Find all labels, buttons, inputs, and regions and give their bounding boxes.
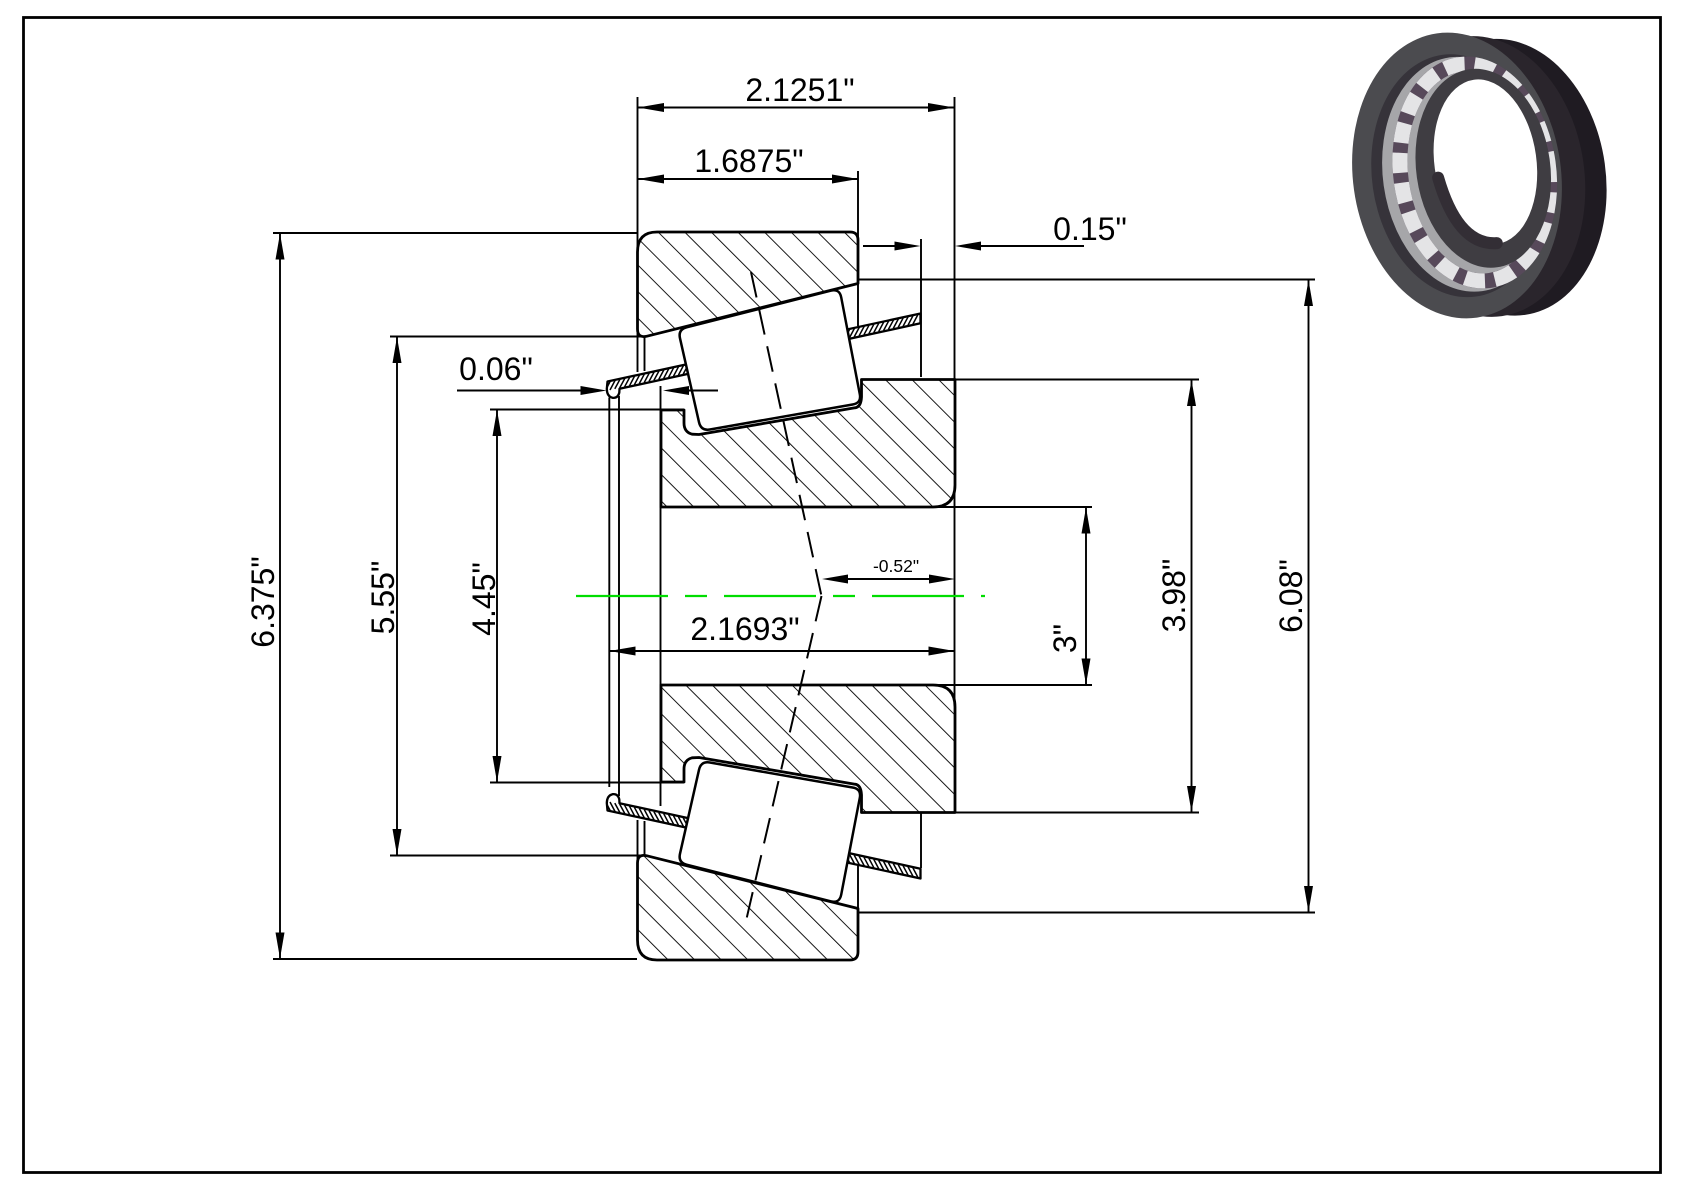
svg-text:4.45": 4.45" bbox=[466, 562, 502, 636]
svg-text:-0.52": -0.52" bbox=[873, 556, 919, 576]
svg-text:5.55": 5.55" bbox=[365, 561, 401, 635]
svg-text:3.98": 3.98" bbox=[1156, 559, 1192, 633]
svg-text:3": 3" bbox=[1047, 624, 1083, 653]
svg-text:2.1251": 2.1251" bbox=[745, 72, 854, 108]
svg-text:6.08": 6.08" bbox=[1273, 559, 1309, 633]
svg-text:0.06": 0.06" bbox=[459, 351, 533, 387]
svg-text:2.1693": 2.1693" bbox=[690, 611, 799, 647]
svg-text:6.375": 6.375" bbox=[245, 556, 281, 647]
svg-text:0.15": 0.15" bbox=[1053, 211, 1127, 247]
svg-text:1.6875": 1.6875" bbox=[694, 143, 803, 179]
